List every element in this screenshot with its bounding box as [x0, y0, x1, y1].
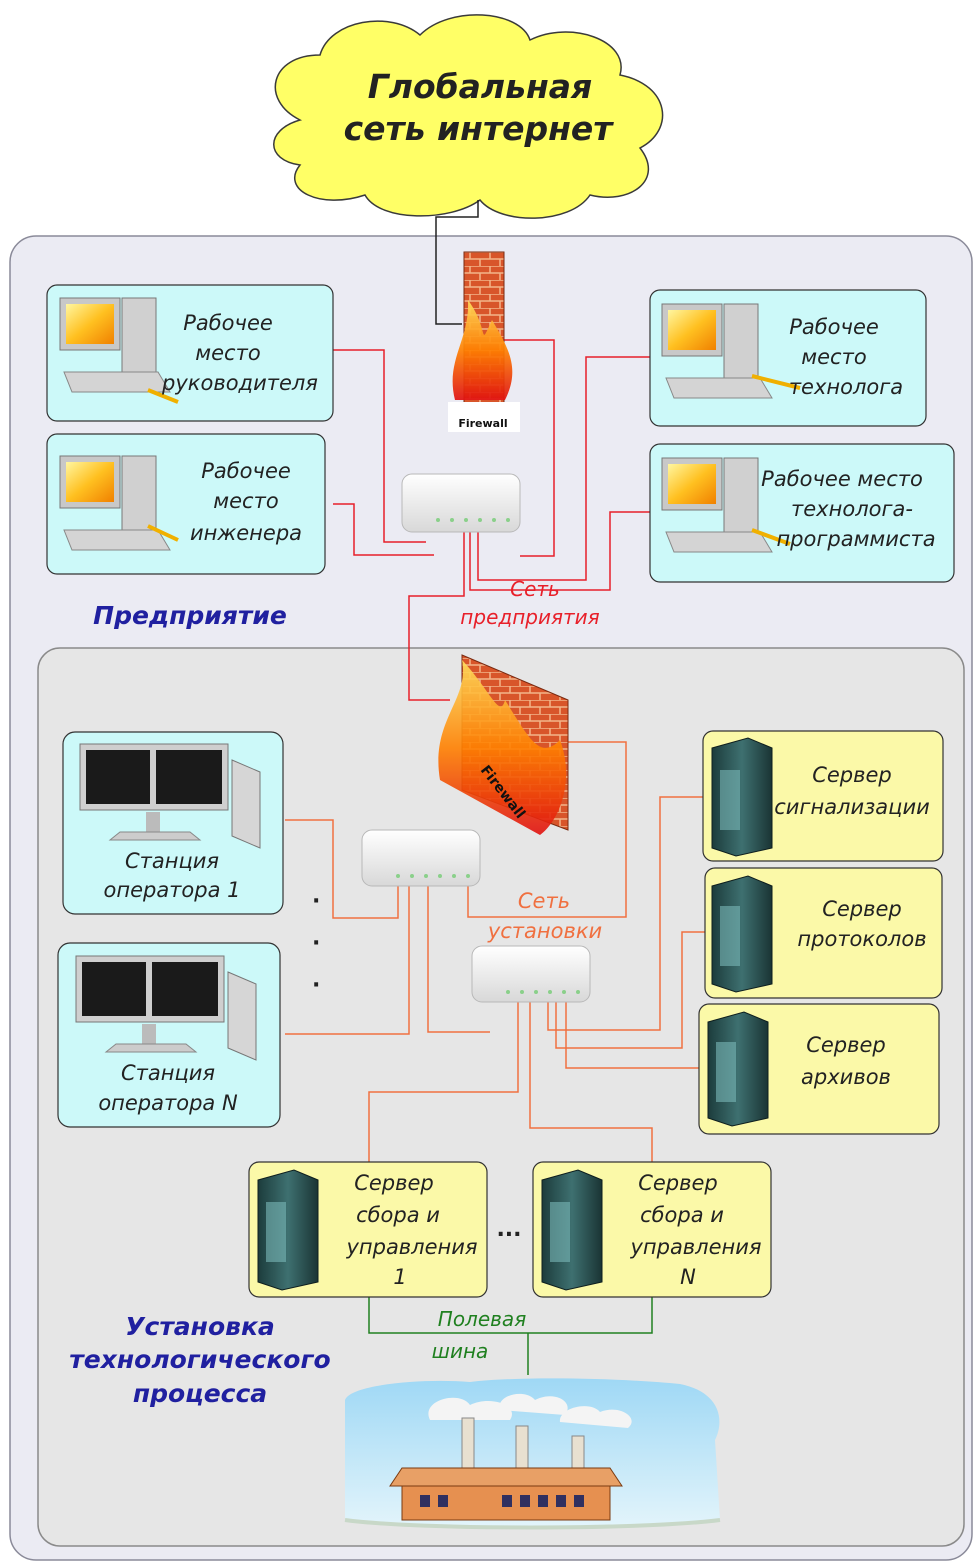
- workstation-engineer: Рабочее место инженера: [46, 433, 326, 575]
- control-server-n-line4: N: [680, 1265, 696, 1289]
- enterprise-links: [333, 339, 650, 701]
- plant-network-label-line1: Сеть: [518, 889, 570, 913]
- firewall-small: Firewall: [448, 251, 520, 432]
- workstation-technologist-line1: Рабочее: [789, 315, 879, 339]
- server-tower-icon: [257, 1169, 319, 1291]
- control-server-n-line3: управления: [629, 1235, 761, 1259]
- workstation-programmer-line3: программиста: [776, 527, 935, 551]
- control-server-1: Сервер сбора и управления 1: [248, 1161, 488, 1298]
- workstation-programmer-line2: технолога-: [791, 497, 913, 521]
- firewall-big: Firewall: [438, 654, 569, 835]
- server-protocols-line2: протоколов: [797, 927, 926, 951]
- desktop-computer-icon: [59, 455, 179, 551]
- control-server-n-line2: сбора и: [640, 1203, 724, 1227]
- plant-links: [285, 741, 705, 1162]
- vdot-2: ·: [312, 931, 320, 956]
- server-protocols-line1: Сервер: [822, 897, 902, 921]
- enterprise-title: Предприятие: [93, 601, 287, 630]
- control-server-1-line4: 1: [393, 1265, 406, 1289]
- server-alarm: Сервер сигнализации: [702, 730, 944, 862]
- control-server-1-line1: Сервер: [354, 1171, 434, 1195]
- factory-icon: [344, 1378, 721, 1530]
- server-alarm-line2: сигнализации: [774, 795, 930, 819]
- server-protocols: Сервер протоколов: [704, 867, 943, 999]
- control-server-1-line2: сбора и: [356, 1203, 440, 1227]
- fieldbus-label-line2: шина: [432, 1339, 489, 1363]
- operator-station-1: Станция оператора 1: [62, 731, 284, 915]
- server-tower-icon: [711, 875, 773, 993]
- workstation-technologist-line2: место: [801, 345, 866, 369]
- internet-label-line2: сеть интернет: [344, 109, 615, 148]
- desktop-computer-icon: [661, 303, 801, 399]
- operator-station-n: Станция оператора N: [57, 942, 281, 1128]
- dual-monitor-icon: [79, 743, 261, 849]
- operator-station-n-line1: Станция: [121, 1061, 215, 1085]
- workstation-engineer-line1: Рабочее: [201, 459, 291, 483]
- workstation-manager-line3: руководителя: [161, 371, 318, 395]
- internet-link: [435, 200, 479, 325]
- plant-switch-2: [471, 945, 591, 1003]
- enterprise-switch: [401, 473, 521, 533]
- workstation-manager-line1: Рабочее: [183, 311, 273, 335]
- desktop-computer-icon: [59, 297, 179, 404]
- plant-title-line3: процесса: [133, 1379, 267, 1408]
- firewall-small-label: Firewall: [458, 417, 507, 430]
- workstation-engineer-line2: место: [213, 489, 278, 513]
- control-servers-ellipsis: ...: [496, 1217, 521, 1242]
- internet-label-line1: Глобальная: [368, 67, 592, 106]
- workstation-technologist: Рабочее место технолога: [649, 289, 927, 427]
- workstation-engineer-line3: инженера: [190, 521, 302, 545]
- control-server-n-line1: Сервер: [638, 1171, 718, 1195]
- plant-title-line1: Установка: [125, 1312, 275, 1341]
- server-archives-line2: архивов: [801, 1065, 891, 1089]
- vdot-1: ·: [312, 889, 320, 914]
- control-server-1-line3: управления: [345, 1235, 477, 1259]
- desktop-computer-icon: [661, 457, 791, 553]
- workstation-manager: Рабочее место руководителя: [46, 284, 334, 422]
- workstation-programmer: Рабочее место технолога- программиста: [649, 443, 955, 583]
- enterprise-network-label-line2: предприятия: [460, 605, 599, 629]
- control-server-n: Сервер сбора и управления N: [532, 1161, 772, 1298]
- server-tower-icon: [711, 737, 773, 857]
- plant-switch-1: [361, 829, 481, 887]
- enterprise-network-label-line1: Сеть: [510, 577, 560, 601]
- internet-cloud: Глобальная сеть интернет: [273, 14, 664, 219]
- fieldbus-links: [368, 1297, 653, 1375]
- dual-monitor-icon: [75, 955, 257, 1061]
- workstation-programmer-line1: Рабочее место: [761, 467, 923, 491]
- operator-station-1-line2: оператора 1: [103, 878, 240, 902]
- server-tower-icon: [707, 1011, 769, 1127]
- fieldbus-label-line1: Полевая: [438, 1307, 526, 1331]
- plant-network-label-line2: установки: [487, 919, 602, 943]
- vdot-3: ·: [312, 973, 320, 998]
- server-tower-icon: [541, 1169, 603, 1291]
- workstation-manager-line2: место: [195, 341, 260, 365]
- operator-station-n-line2: оператора N: [98, 1091, 238, 1115]
- workstation-technologist-line3: технолога: [789, 375, 903, 399]
- server-alarm-line1: Сервер: [812, 763, 892, 787]
- operator-station-1-line1: Станция: [125, 849, 219, 873]
- plant-title-line2: технологического: [69, 1345, 330, 1374]
- server-archives-line1: Сервер: [806, 1033, 886, 1057]
- server-archives: Сервер архивов: [698, 1003, 940, 1135]
